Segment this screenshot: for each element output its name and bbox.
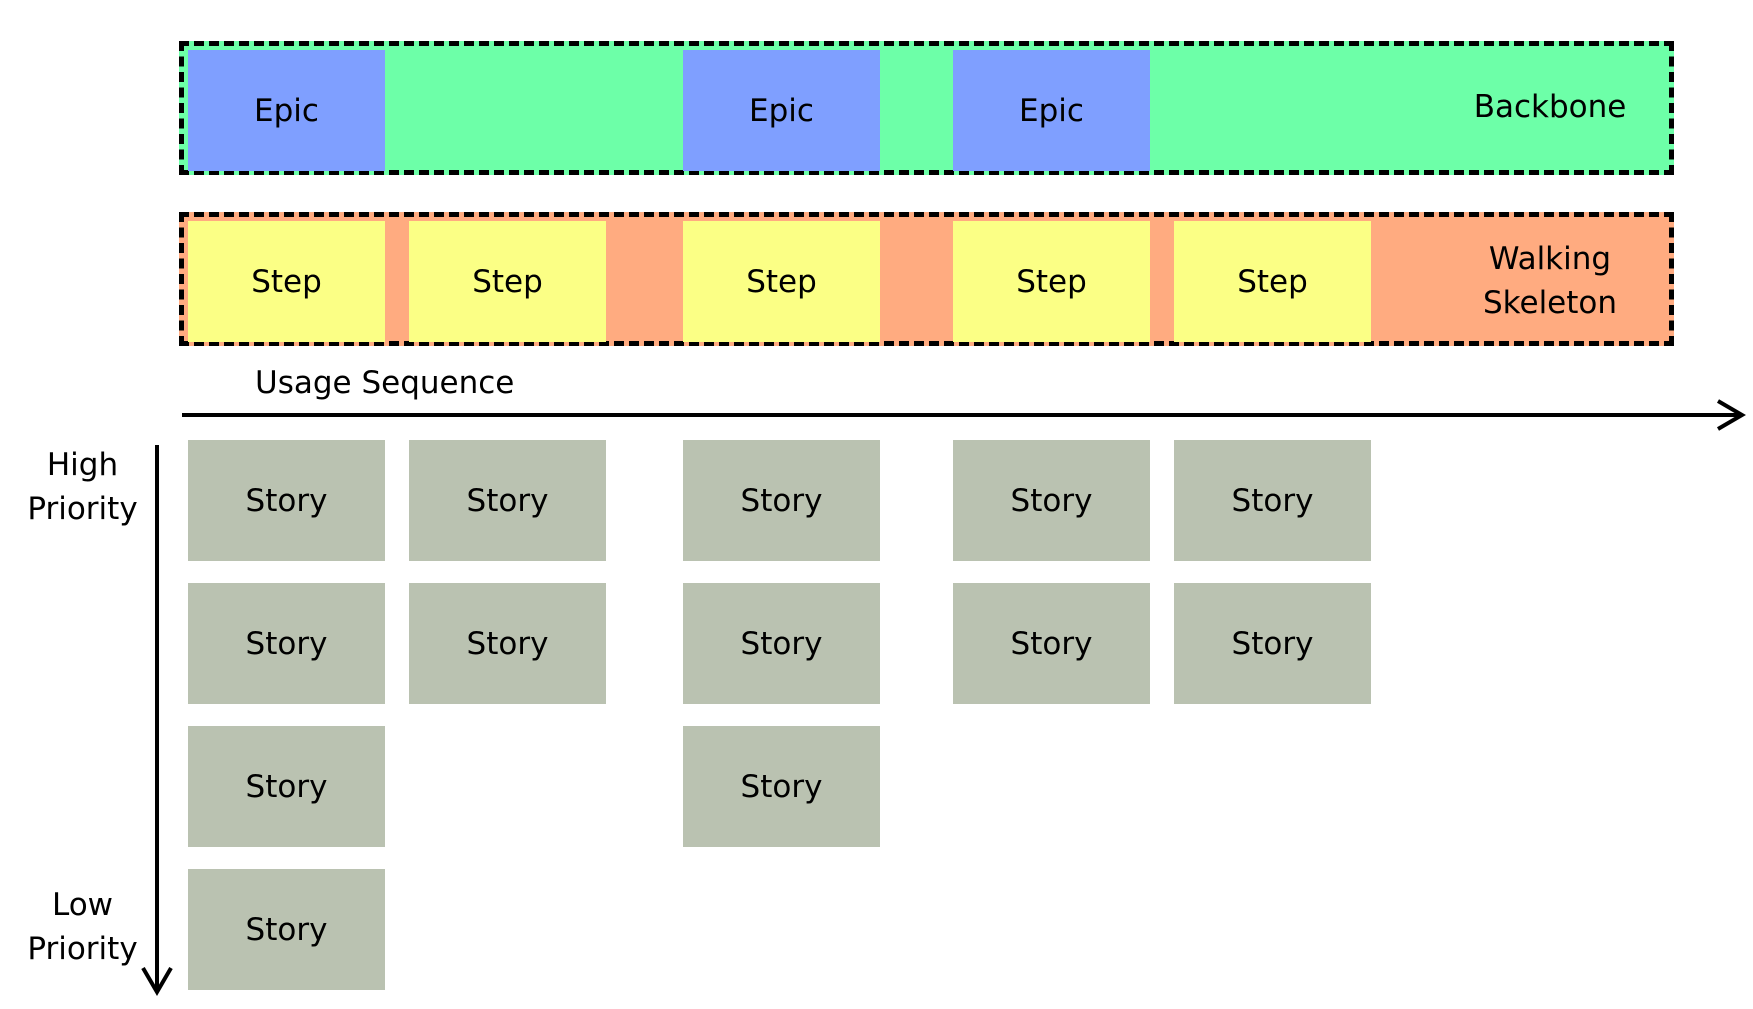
- walking-skeleton-label-line1: Walking: [1488, 241, 1612, 277]
- story-card: Story: [953, 440, 1150, 561]
- high-priority-label: High Priority: [20, 443, 145, 531]
- story-card: Story: [409, 440, 606, 561]
- walking-skeleton-label: Walking Skeleton: [1460, 237, 1640, 325]
- backbone-label: Backbone: [1473, 89, 1627, 125]
- step-card: Step: [953, 221, 1150, 342]
- story-card: Story: [683, 726, 880, 847]
- usage-sequence-label: Usage Sequence: [255, 365, 515, 401]
- epic-card: Epic: [953, 50, 1150, 171]
- epic-card: Epic: [683, 50, 880, 171]
- epic-card: Epic: [188, 50, 385, 171]
- backbone-band: [179, 41, 1674, 175]
- walking-skeleton-label-line2: Skeleton: [1482, 285, 1618, 321]
- story-card: Story: [188, 869, 385, 990]
- usage-sequence-arrow: [182, 399, 1746, 431]
- story-card: Story: [188, 726, 385, 847]
- step-card: Step: [188, 221, 385, 342]
- story-card: Story: [409, 583, 606, 704]
- story-card: Story: [683, 440, 880, 561]
- story-card: Story: [1174, 440, 1371, 561]
- high-priority-label-line1: High: [46, 447, 119, 483]
- story-card: Story: [683, 583, 880, 704]
- step-card: Step: [1174, 221, 1371, 342]
- story-card: Story: [1174, 583, 1371, 704]
- story-card: Story: [188, 440, 385, 561]
- story-card: Story: [953, 583, 1150, 704]
- low-priority-label-line2: Priority: [27, 931, 138, 967]
- step-card: Step: [409, 221, 606, 342]
- story-card: Story: [188, 583, 385, 704]
- priority-arrow: [141, 445, 173, 996]
- high-priority-label-line2: Priority: [27, 491, 138, 527]
- step-card: Step: [683, 221, 880, 342]
- low-priority-label: Low Priority: [20, 883, 145, 971]
- low-priority-label-line1: Low: [51, 887, 114, 923]
